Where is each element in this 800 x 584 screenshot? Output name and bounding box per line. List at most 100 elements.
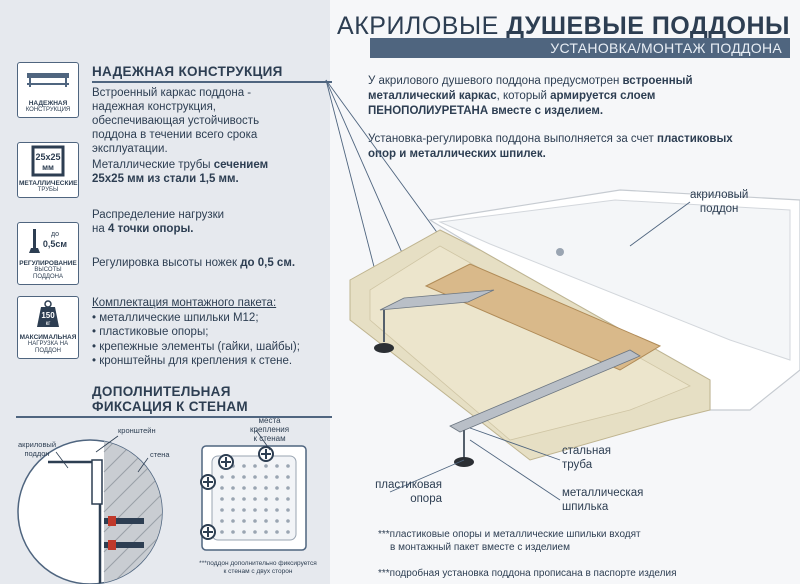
anti-slip-dot xyxy=(220,486,224,490)
anti-slip-dot xyxy=(275,497,279,501)
anti-slip-dot xyxy=(253,464,257,468)
icon4-caption-bold: МАКСИМАЛЬНАЯ xyxy=(19,334,77,341)
intro-bold-2: металлический каркас xyxy=(368,90,497,102)
support-note: ***пластиковые опоры и металлические шпи… xyxy=(378,528,641,554)
anti-slip-dot xyxy=(220,530,224,534)
list-item: металлические шпильки М12; xyxy=(92,311,324,326)
acrylic-line-2: поддон xyxy=(699,203,739,215)
note-line-2: в монтажный пакет вместе с изделием xyxy=(390,542,570,553)
icon3-caption-bold: РЕГУЛИРОВАНИЕ xyxy=(19,260,77,267)
anti-slip-dot xyxy=(275,486,279,490)
p2-spec: 25х25 мм из стали 1,5 мм. xyxy=(92,173,239,185)
list-item: кронштейны для крепления к стене. xyxy=(92,354,324,369)
mount-places-label: места крепления к стенам xyxy=(250,416,289,443)
anti-slip-dot xyxy=(231,530,235,534)
icon4-caption: НАГРУЗКА НА ПОДДОН xyxy=(27,341,69,354)
anti-slip-dot xyxy=(286,464,290,468)
p1-line-c: обеспечивающая устойчивость xyxy=(92,115,260,127)
bracket-label: кронштейн xyxy=(118,426,156,435)
note-line-1: ***пластиковые опоры и металлические шпи… xyxy=(378,529,641,540)
anti-slip-dot xyxy=(264,486,268,490)
anti-slip-dot xyxy=(264,475,268,479)
p3-bold: 4 точки опоры. xyxy=(107,223,194,235)
anti-slip-dot xyxy=(253,530,257,534)
anti-slip-dot xyxy=(242,497,246,501)
metal-line-1: металлическая xyxy=(562,487,644,499)
intro-line-2: , который xyxy=(496,90,551,102)
adj-line-1: Установка-регулировка поддона выполняетс… xyxy=(368,133,658,145)
pipe-section-icon: 25х25 мм xyxy=(18,143,78,179)
weight-icon: 150 кг xyxy=(18,297,78,333)
icon1-caption: КОНСТРУКЦИЯ xyxy=(25,107,71,113)
section-wall-fixing-heading: ДОПОЛНИТЕЛЬНАЯ ФИКСАЦИЯ К СТЕНАМ xyxy=(92,384,248,414)
icon1-caption-bold: НАДЕЖНАЯ xyxy=(28,100,68,107)
anti-slip-dot xyxy=(220,508,224,512)
intro-bold-3: армируется слоем xyxy=(550,90,656,102)
anti-slip-dot xyxy=(242,519,246,523)
height-paragraph: Регулировка высоты ножек до 0,5 см. xyxy=(92,256,312,270)
anti-slip-dot xyxy=(286,486,290,490)
footnote-line-2: к стенам с двух сторон xyxy=(223,568,293,575)
anti-slip-dot xyxy=(242,508,246,512)
anti-slip-dot xyxy=(253,486,257,490)
page-header: АКРИЛОВЫЕ ДУШЕВЫЕ ПОДДОНЫ УСТАНОВКА/МОНТ… xyxy=(337,8,800,58)
anti-slip-dot xyxy=(275,475,279,479)
anti-slip-dot xyxy=(231,486,235,490)
tray-top-view-diagram xyxy=(200,429,307,551)
tray-label-line-2: поддон xyxy=(24,449,50,458)
anti-slip-dot xyxy=(242,530,246,534)
wall-heading-line-1: ДОПОЛНИТЕЛЬНАЯ xyxy=(92,384,231,399)
adj-bold-2: опор и металлических шпилек. xyxy=(368,148,546,160)
p3-prefix: на xyxy=(92,223,108,235)
anti-slip-dot xyxy=(220,497,224,501)
kit-title: Комплектация монтажного пакета: xyxy=(92,297,277,309)
page-title: АКРИЛОВЫЕ ДУШЕВЫЕ ПОДДОНЫ xyxy=(337,12,790,41)
plastic-support-callout: пластиковая опора xyxy=(350,478,442,506)
anti-slip-dot xyxy=(286,475,290,479)
steel-tube-callout: стальная труба xyxy=(562,444,611,472)
p1-line-a: Встроенный каркас поддона - xyxy=(92,87,252,99)
tray-label-line-1: акриловый xyxy=(18,440,57,449)
icon3-caption: ВЫСОТЫ ПОДДОНА xyxy=(33,267,63,280)
anti-slip-dot xyxy=(286,530,290,534)
intro-bold-4: ПЕНОПОЛИУРЕТАНА вместе с изделием. xyxy=(368,105,604,117)
p2-text: Металлические трубы xyxy=(92,159,214,171)
adj-bold-1: пластиковых xyxy=(657,133,733,145)
wall-heading-underline xyxy=(16,416,332,418)
wall-label: стена xyxy=(150,450,170,459)
intro-line-1: У акрилового душевого поддона предусмотр… xyxy=(368,75,623,87)
title-regular: АКРИЛОВЫЕ xyxy=(337,12,507,40)
p1-line-d: поддона в течении всего срока xyxy=(92,129,258,141)
places-line-3: к стенам xyxy=(253,434,286,443)
icon2-caption-bold: МЕТАЛЛИЧЕСКИЕ xyxy=(19,180,78,187)
metal-line-2: шпилька xyxy=(562,501,609,513)
frame-icon xyxy=(18,63,78,99)
anti-slip-dot xyxy=(286,519,290,523)
steel-line-2: труба xyxy=(562,459,593,471)
plastic-line-1: пластиковая xyxy=(375,479,442,491)
kit-list: Комплектация монтажного пакета: металлич… xyxy=(92,296,324,369)
pipes-paragraph: Металлические трубы сечением 25х25 мм из… xyxy=(92,158,312,186)
p3-line-a: Распределение нагрузки xyxy=(92,209,225,221)
anti-slip-dot xyxy=(231,497,235,501)
anti-slip-dot xyxy=(220,519,224,523)
p4-bold: до 0,5 см. xyxy=(240,257,296,269)
wall-bracket-diagram xyxy=(17,435,163,584)
pipe-unit-text: мм xyxy=(42,163,54,172)
icon2-caption: ТРУБЫ xyxy=(37,187,59,193)
anti-slip-dot xyxy=(253,519,257,523)
adjustment-paragraph: Установка-регулировка поддона выполняетс… xyxy=(368,132,788,162)
anti-slip-dot xyxy=(242,486,246,490)
anti-slip-dot xyxy=(220,475,224,479)
anti-slip-dot xyxy=(286,508,290,512)
anti-slip-dot xyxy=(286,497,290,501)
places-line-2: крепления xyxy=(250,425,290,434)
height-value-text: 0,5см xyxy=(43,239,68,249)
anti-slip-dot xyxy=(231,475,235,479)
page-subtitle: УСТАНОВКА/МОНТАЖ ПОДДОНА xyxy=(370,38,790,58)
list-item: пластиковые опоры; xyxy=(92,325,324,340)
